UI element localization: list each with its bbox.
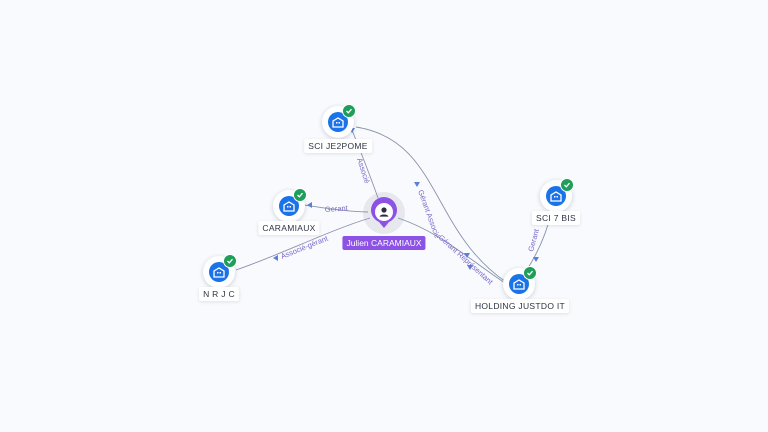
building-icon: [509, 274, 529, 294]
company-label: SCI JE2POME: [304, 139, 372, 153]
edge-label: Gerant: [325, 203, 349, 214]
verified-check-icon: [523, 266, 537, 280]
company-label: CARAMIAUX: [258, 221, 320, 235]
company-node-sci-je2pome[interactable]: [322, 104, 356, 138]
building-icon: [279, 196, 299, 216]
arrow-head: [464, 253, 470, 258]
person-node[interactable]: [368, 197, 400, 229]
company-node-sci-7-bis[interactable]: [540, 178, 574, 212]
building-icon: [209, 262, 229, 282]
edge-sci-je2pome-holding: [355, 126, 507, 283]
person-icon: [371, 197, 397, 228]
arrow-head: [273, 255, 278, 261]
edge-label: Associé-gérant: [279, 233, 330, 260]
arrow-head: [307, 202, 312, 208]
verified-check-icon: [342, 104, 356, 118]
verified-check-icon: [560, 178, 574, 192]
company-node-nrjc[interactable]: [203, 254, 237, 288]
edge-label: Gérant Représentant: [437, 233, 496, 287]
edge-label: Associé: [355, 157, 372, 185]
edge-person-sci-je2pome: [351, 129, 379, 199]
edge-person-holding: [397, 217, 506, 284]
arrow-head: [414, 182, 420, 187]
verified-check-icon: [223, 254, 237, 268]
building-icon: [546, 186, 566, 206]
arrow-head: [533, 257, 539, 262]
building-icon: [328, 112, 348, 132]
company-label: SCI 7 BIS: [531, 211, 581, 225]
company-node-holding-justdoit[interactable]: [503, 266, 537, 300]
person-label: Julien CARAMIAUX: [342, 236, 426, 250]
company-node-caramiaux[interactable]: [273, 188, 307, 222]
company-label: N R J C: [199, 287, 239, 301]
arrow-head: [467, 265, 473, 270]
edge-person-nrjc: [235, 217, 371, 271]
company-label: HOLDING JUSTDO IT: [470, 299, 570, 313]
verified-check-icon: [293, 188, 307, 202]
